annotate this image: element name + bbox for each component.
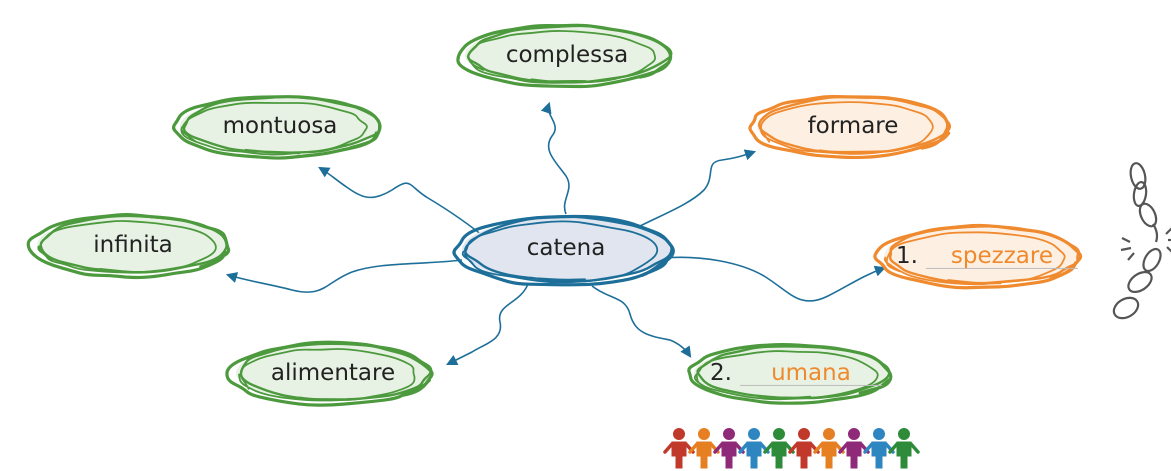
person-icon [813, 428, 845, 469]
bubble-fill [465, 27, 669, 83]
connector-arrow-montuosa [318, 166, 489, 241]
answer-blank-umana[interactable]: umana [739, 361, 882, 387]
connector-arrow-umana [591, 285, 692, 358]
bubble-infinita [26, 212, 231, 280]
bubble-stroke [693, 350, 879, 401]
bubble-stroke [883, 231, 1066, 286]
bubble-stroke [39, 214, 228, 274]
connector-arrow-complessa [540, 101, 570, 215]
node-label-center: catena [526, 235, 606, 261]
bubble-stroke [461, 220, 659, 284]
item-number: 1. [896, 242, 918, 269]
node-label-infinita: infinita [93, 232, 173, 258]
connector-arrow-alimentare [445, 283, 529, 366]
person-icon [838, 428, 870, 469]
person-icon [788, 428, 820, 469]
node-spezzare: 1. spezzare [896, 242, 1078, 270]
connectors [225, 101, 887, 366]
bubble-stroke [463, 215, 673, 283]
bubble-stroke [37, 220, 217, 274]
bubble-fill [757, 98, 949, 154]
bubble-center [452, 214, 675, 287]
bubble-stroke [466, 24, 673, 84]
people-row-icon [663, 428, 920, 469]
connector-arrow-spezzare [663, 256, 887, 302]
bubble-fill [462, 218, 670, 282]
bubble-fill [884, 228, 1080, 284]
bubble-montuosa [172, 95, 382, 160]
person-icon [888, 428, 920, 469]
answer-blank-spezzare[interactable]: spezzare [925, 244, 1078, 270]
bubbles [26, 23, 1083, 407]
person-icon [713, 428, 745, 469]
bubble-stroke [225, 340, 434, 407]
connector-arrow-formare [639, 149, 757, 227]
bubble-stroke [888, 225, 1080, 285]
person-icon [688, 428, 720, 469]
node-label-alimentare: alimentare [270, 360, 396, 386]
person-icon [863, 428, 895, 469]
bubble-fill [236, 345, 430, 401]
person-icon [763, 428, 795, 469]
bubble-complessa [456, 23, 673, 89]
bubble-fill [180, 98, 380, 154]
node-umana: 2. umana [710, 359, 882, 387]
bubble-stroke [759, 101, 934, 155]
bubble-stroke [758, 95, 952, 155]
person-icon [738, 428, 770, 469]
bubble-alimentare [225, 340, 434, 407]
bubble-stroke [238, 348, 416, 402]
bubble-fill [37, 217, 229, 273]
bubble-stroke [26, 212, 231, 280]
connector-arrow-infinita [225, 259, 463, 293]
bubble-stroke [182, 95, 381, 155]
bubble-stroke [239, 342, 433, 402]
item-number: 2. [710, 359, 732, 386]
bubble-stroke [696, 345, 891, 400]
node-label-montuosa: montuosa [222, 113, 338, 139]
node-label-complessa: complessa [505, 42, 629, 68]
person-icon [663, 428, 695, 469]
bubble-stroke [467, 30, 657, 84]
broken-chain-icon [1112, 162, 1171, 320]
node-label-formare: formare [807, 113, 899, 139]
bubble-formare [748, 94, 952, 160]
bubble-stroke [180, 101, 368, 156]
bubble-spezzare [873, 223, 1083, 290]
